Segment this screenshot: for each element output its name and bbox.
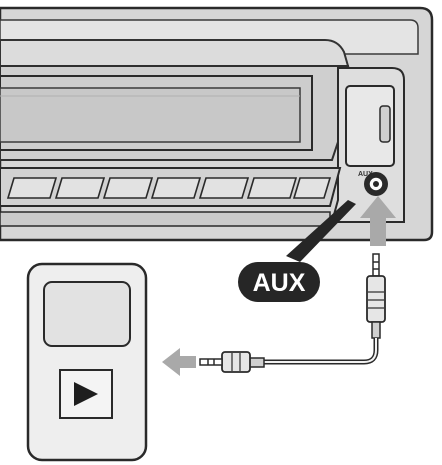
arrow-icon — [360, 196, 396, 246]
plug-strain-vertical — [371, 321, 381, 339]
preset-button-1[interactable] — [6, 177, 58, 199]
preset-button-4[interactable] — [150, 177, 202, 199]
plug-tip-vertical — [372, 253, 380, 277]
aux-jack-label: AUX — [358, 171, 373, 178]
callout-label: AUX — [253, 269, 306, 297]
callout-badge — [238, 262, 320, 302]
portable-player — [26, 262, 148, 462]
preset-button-7[interactable] — [292, 177, 332, 199]
preset-button-6[interactable] — [246, 177, 298, 199]
play-icon — [74, 382, 98, 406]
stereo-bottom-rail — [0, 211, 331, 227]
preset-buttons — [0, 167, 342, 207]
arrow-icon — [162, 348, 196, 376]
player-arrow — [162, 348, 196, 376]
plug-body-vertical — [366, 275, 386, 323]
aux-jack-center — [373, 181, 379, 187]
cable-wire-inner — [262, 338, 377, 363]
preset-button-5[interactable] — [198, 177, 250, 199]
preset-button-3[interactable] — [102, 177, 154, 199]
cable-wire — [262, 338, 379, 365]
stereo-faceplate — [0, 39, 350, 67]
player-screen — [43, 281, 131, 347]
insert-arrow — [360, 196, 396, 246]
audio-cable — [199, 253, 386, 373]
plug-tip-horizontal — [199, 358, 223, 366]
release-button[interactable] — [379, 105, 391, 143]
callout-pointer — [286, 200, 356, 262]
display-inner — [0, 87, 301, 143]
aux-callout: AUX — [238, 200, 356, 302]
plug-body-horizontal — [221, 351, 251, 373]
preset-button-2[interactable] — [54, 177, 106, 199]
aux-jack[interactable]: AUX — [358, 171, 388, 196]
car-stereo-unit: AUX — [0, 6, 434, 242]
